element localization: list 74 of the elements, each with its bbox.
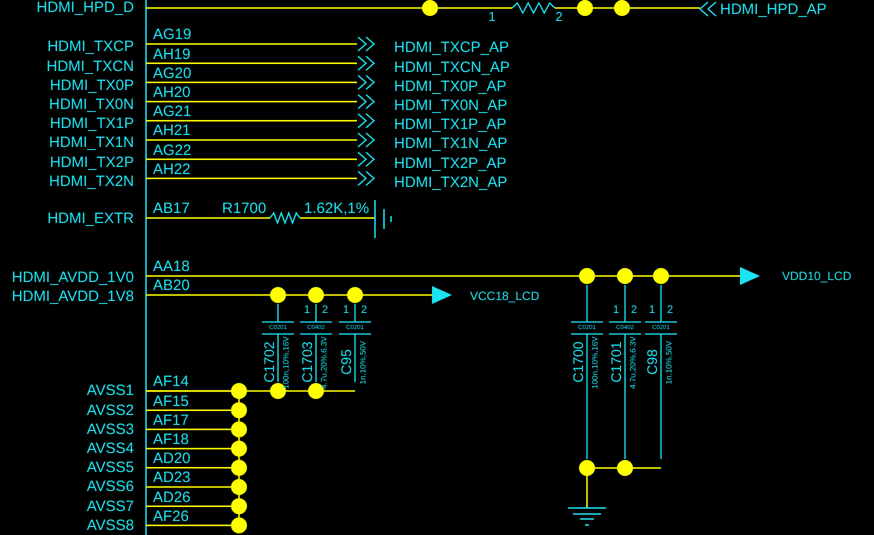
component-ref: C1701 xyxy=(608,341,624,383)
net-label: VDD10_LCD xyxy=(782,270,852,284)
net-label: HDMI_EXTR xyxy=(47,210,134,228)
net-label: HDMI_TXCN_AP xyxy=(394,58,510,76)
component-ref: C1700 xyxy=(570,341,586,383)
pin-number: AD20 xyxy=(153,450,191,468)
pin-number: AH20 xyxy=(153,84,191,102)
pin-number: 1 xyxy=(304,304,310,316)
component-ref: C1702 xyxy=(260,341,278,383)
pin-number: AG21 xyxy=(153,103,192,120)
pin-number: AA18 xyxy=(153,258,190,276)
pin-number: AD23 xyxy=(153,469,191,487)
pin-number: AD26 xyxy=(153,488,191,506)
component-value: 4.7u,20%,6.3V xyxy=(628,336,638,390)
net-label: HDMI_TX0P xyxy=(50,76,134,94)
net-label: AVSS6 xyxy=(86,478,134,496)
pin-number: AB17 xyxy=(153,200,190,218)
pin-number: AG19 xyxy=(153,26,192,44)
pin-number: 1 xyxy=(488,10,496,24)
component-ref: C98 xyxy=(644,349,660,375)
component-value: 1n,10%,50V xyxy=(664,341,674,385)
pin-number: 2 xyxy=(555,10,563,24)
pin-number: AF14 xyxy=(153,373,189,391)
net-label: HDMI_TX0N_AP xyxy=(394,96,508,114)
net-label: HDMI_TX1P_AP xyxy=(394,116,507,134)
net-label: HDMI_TX1P xyxy=(50,115,134,132)
net-label: AVSS4 xyxy=(86,440,134,458)
net-label: HDMI_TX2N_AP xyxy=(394,174,508,192)
component-ref: R1700 xyxy=(222,200,266,218)
pin-number: AH21 xyxy=(153,122,191,140)
net-label: HDMI_AVDD_1V0 xyxy=(12,269,134,287)
pin-number: AG22 xyxy=(153,142,192,159)
pin-number: 2 xyxy=(322,304,328,316)
net-label: HDMI_TX2P xyxy=(50,154,134,171)
pin-number: AB20 xyxy=(153,277,190,295)
pin-number: 2 xyxy=(666,304,674,316)
net-label: HDMI_TX1N xyxy=(48,134,134,152)
net-label: AVSS8 xyxy=(86,516,134,534)
net-label: HDMI_TX0P_AP xyxy=(394,78,507,96)
pin-number: AH22 xyxy=(153,160,191,178)
net-label: HDMI_AVDD_1V8 xyxy=(12,288,134,306)
pin-number: 1 xyxy=(648,304,656,316)
pin-number: AF15 xyxy=(153,392,189,410)
component-value: 100n,10%,16V xyxy=(590,336,600,390)
net-label: HDMI_TX2N xyxy=(48,172,134,190)
component-ref: C1703 xyxy=(298,341,316,383)
component-value: 100n,10%,16V xyxy=(281,336,291,390)
component-ref: C95 xyxy=(338,349,354,375)
net-label: AVSS3 xyxy=(86,420,134,438)
pin-number: AF18 xyxy=(153,430,189,448)
pin-number: AG20 xyxy=(153,64,192,82)
net-label: HDMI_HPD_AP xyxy=(720,1,827,19)
net-label: HDMI_TX1N_AP xyxy=(394,135,508,153)
net-label: VCC18_LCD xyxy=(470,290,540,304)
net-label: AVSS5 xyxy=(86,459,134,476)
pin-number: AF17 xyxy=(153,412,189,430)
net-label: AVSS7 xyxy=(86,498,134,515)
net-label: HDMI_TX0N xyxy=(48,96,134,114)
net-label: HDMI_TXCN xyxy=(46,58,134,75)
component-value: 4.7u,20%,6.3V xyxy=(319,336,329,390)
component-value: 1n,10%,50V xyxy=(358,341,368,385)
pin-number: AF26 xyxy=(153,508,189,526)
net-label: HDMI_HPD_D xyxy=(36,0,134,17)
net-label: HDMI_TXCP_AP xyxy=(394,39,510,57)
component-value: 1.62K,1% xyxy=(304,200,370,218)
pin-number: 2 xyxy=(360,304,368,316)
pin-number: 1 xyxy=(342,304,350,316)
net-label: AVSS1 xyxy=(86,382,134,400)
net-label: HDMI_TXCP xyxy=(47,38,134,56)
net-label: HDMI_TX2P_AP xyxy=(394,154,507,172)
pin-number: 2 xyxy=(630,304,638,316)
pin-number: AH19 xyxy=(153,46,191,63)
net-label: AVSS2 xyxy=(86,402,134,419)
pin-number: 1 xyxy=(612,304,620,316)
